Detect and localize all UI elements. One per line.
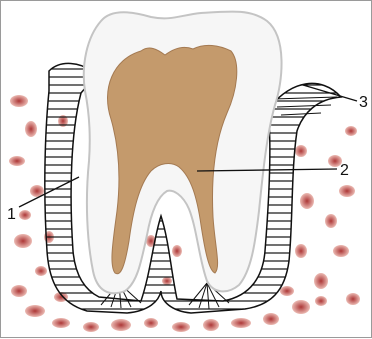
bone-trabecula <box>25 305 45 317</box>
bone-trabecula <box>292 300 310 314</box>
bone-trabecula <box>19 210 31 220</box>
bone-trabecula <box>263 313 279 325</box>
bone-trabecula <box>314 273 328 289</box>
bone-trabecula <box>172 322 190 332</box>
bone-trabecula <box>280 286 294 296</box>
bone-trabecula <box>300 193 314 209</box>
bone-trabecula <box>25 121 37 137</box>
bone-trabecula <box>83 322 99 332</box>
bone-trabecula <box>295 145 307 157</box>
bone-trabecula <box>35 266 47 276</box>
bone-trabecula <box>10 95 28 107</box>
bone-trabecula <box>315 296 327 306</box>
label-1: 1 <box>7 206 16 223</box>
label-3: 3 <box>359 94 368 111</box>
bone-trabecula <box>339 185 355 197</box>
label-2: 2 <box>340 162 349 179</box>
bone-trabecula <box>52 318 70 328</box>
bone-trabecula <box>345 126 357 136</box>
bone-trabecula <box>14 234 32 248</box>
bone-trabecula <box>231 318 251 328</box>
bone-trabecula <box>325 214 337 228</box>
bone-trabecula <box>9 156 25 166</box>
bone-trabecula <box>11 285 27 297</box>
bone-trabecula <box>111 319 131 331</box>
bone-trabecula <box>346 293 360 305</box>
bone-trabecula <box>144 318 158 328</box>
bone-trabecula <box>295 244 307 258</box>
bone-trabecula <box>333 245 349 257</box>
bone-trabecula <box>203 319 219 331</box>
bone-trabecula <box>172 245 182 257</box>
